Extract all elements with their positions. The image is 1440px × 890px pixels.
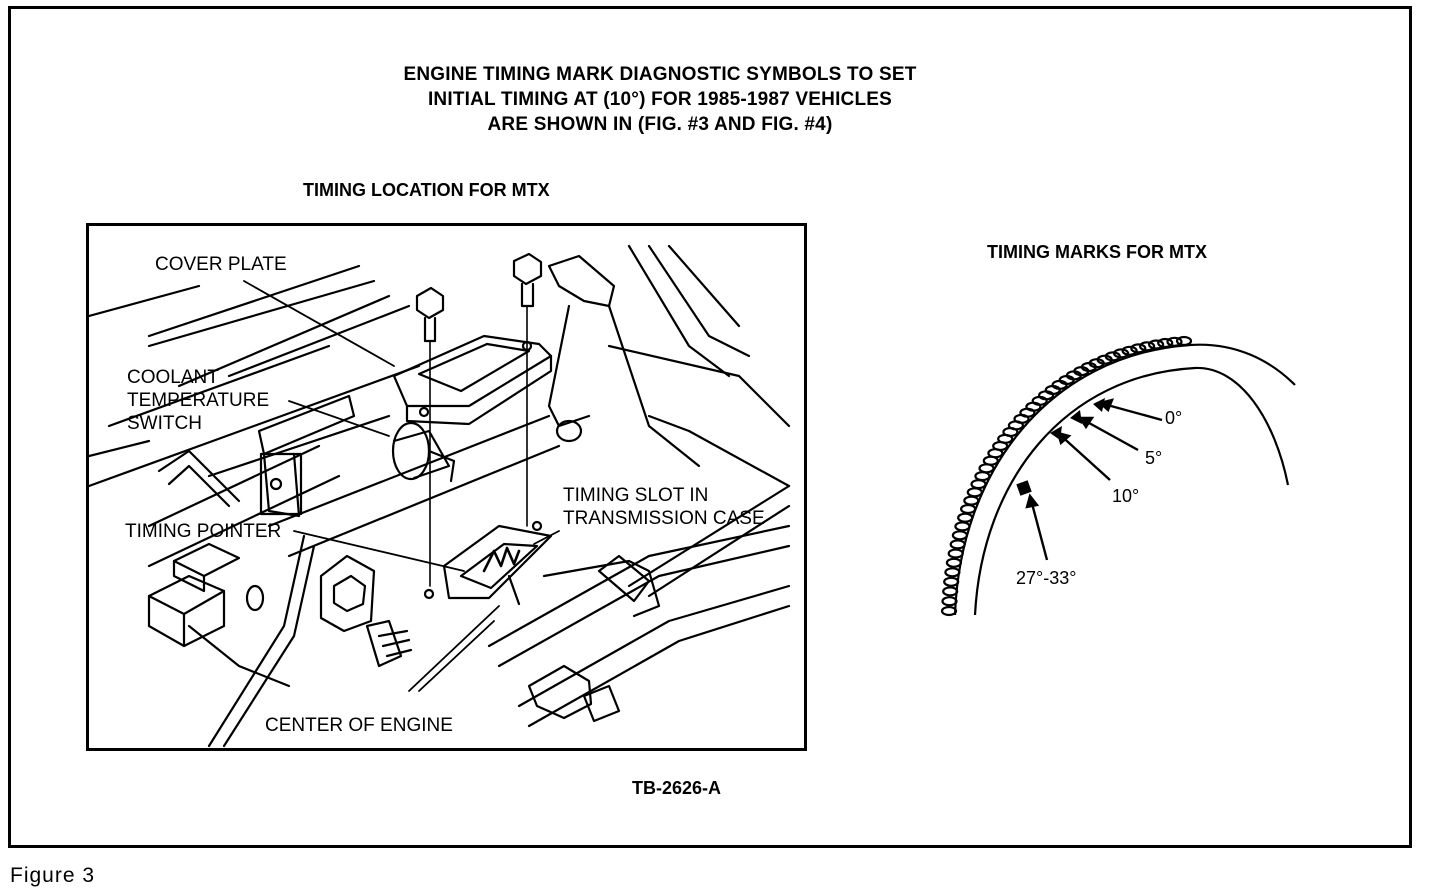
engine-line <box>147 264 361 338</box>
ring-gear-tooth <box>959 503 977 515</box>
ring-gear-tooth <box>940 605 958 617</box>
ring-gear-tooth <box>951 530 969 541</box>
right-figure-heading: TIMING MARKS FOR MTX <box>987 242 1207 262</box>
ring-outer-edge <box>953 343 1296 616</box>
bracket-block <box>259 452 303 516</box>
title-line-1: ENGINE TIMING MARK DIAGNOSTIC SYMBOLS TO… <box>403 64 917 85</box>
left-figure-heading: TIMING LOCATION FOR MTX <box>303 180 550 200</box>
title-line-2: INITIAL TIMING AT (10°) FOR 1985-1987 VE… <box>427 89 893 110</box>
mount-hole <box>245 584 265 612</box>
ring-gear-tooth <box>949 539 966 550</box>
ring-gear-tooth <box>954 521 971 532</box>
callout-coolant-temperature-switch: COOLANT TEMPERATURE SWITCH <box>127 366 269 435</box>
bolt <box>415 286 445 320</box>
ring-gear-tooth <box>943 576 960 587</box>
mark-label-10: 10° <box>1112 486 1140 506</box>
callout-center-of-engine: CENTER OF ENGINE <box>265 715 453 736</box>
callout-coolant-line-3: SWITCH <box>127 413 202 434</box>
figure-title: ENGINE TIMING MARK DIAGNOSTIC SYMBOLS TO… <box>330 62 990 137</box>
ring-gear-tooth <box>1121 345 1138 356</box>
timing-mark-symbols <box>1016 398 1105 496</box>
mark-27-33-symbol <box>1016 480 1032 496</box>
ring-gear-tooth <box>1130 343 1147 354</box>
reference-code: TB-2626-A <box>632 778 722 798</box>
engine-drawing <box>89 244 791 748</box>
ring-gear-tooth <box>966 487 983 498</box>
title-line-3: ARE SHOWN IN (FIG. #3 AND FIG. #4) <box>487 114 833 135</box>
ring-gear-tooth <box>1139 341 1156 352</box>
ring-gear-teeth <box>940 335 1193 617</box>
bracket-hole <box>269 477 283 491</box>
mark-5-symbol <box>1070 410 1082 424</box>
ring-gear-tooth <box>1175 335 1193 347</box>
ring-gear-tooth <box>944 567 961 578</box>
timing-location-illustration: COVER PLATE COOLANT TEMPERATURE SWITCH T… <box>86 223 807 751</box>
ring-gear-tooth <box>1157 337 1174 349</box>
figure-frame <box>8 6 1412 848</box>
ring-gear-tooth <box>1113 348 1130 359</box>
ring-gear-tooth <box>1166 336 1183 347</box>
ring-gear-tooth <box>957 512 974 523</box>
ring-gear-tooth <box>970 479 987 490</box>
timing-slot <box>442 524 553 600</box>
ring-inner-edge <box>973 366 1290 616</box>
engine-line <box>177 294 391 388</box>
engine-line <box>227 304 411 378</box>
ring-gear-tooth <box>942 586 959 597</box>
callout-coolant-line-1: COOLANT <box>127 367 219 388</box>
ring-gear-tooth <box>941 596 958 607</box>
timing-mark-arrows <box>1025 398 1163 561</box>
mark-label-0: 0° <box>1165 408 1183 428</box>
figure-caption: Figure 3 <box>10 864 96 887</box>
callout-cover-plate: COVER PLATE <box>155 254 287 275</box>
bolt <box>512 252 543 286</box>
mark-label-5: 5° <box>1145 448 1163 468</box>
callout-coolant-line-2: TEMPERATURE <box>127 390 270 411</box>
mark-label-27-33: 27°-33° <box>1016 568 1077 588</box>
ring-gear-tooth <box>945 557 963 568</box>
callout-timing-slot: TIMING SLOT IN TRANSMISSION CASE <box>563 484 765 530</box>
ring-gear-tooth <box>963 495 980 506</box>
callout-timing-slot-line-2: TRANSMISSION CASE <box>563 508 765 529</box>
engine-line <box>147 279 376 348</box>
flywheel-ring-drawing <box>940 335 1296 617</box>
callout-timing-pointer: TIMING POINTER <box>125 521 282 542</box>
callout-timing-slot-line-1: TIMING SLOT IN <box>563 485 709 506</box>
ring-gear-tooth <box>1148 339 1165 350</box>
ring-gear-tooth <box>947 548 964 559</box>
